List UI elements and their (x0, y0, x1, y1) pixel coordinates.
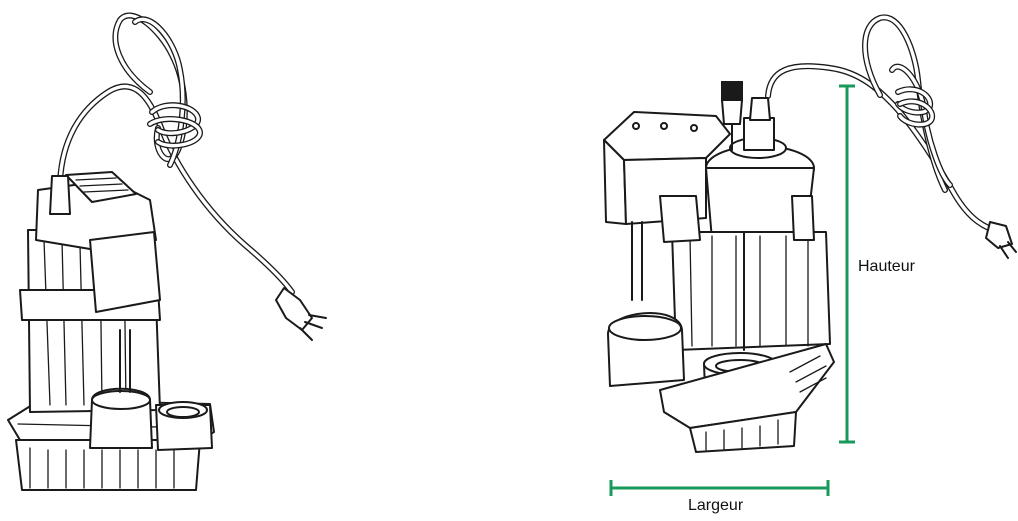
height-label: Hauteur (858, 258, 915, 275)
power-cord-left (57, 12, 327, 341)
height-dimension-line (839, 84, 855, 444)
power-cord-right (765, 14, 1017, 259)
sump-pump-front-view (7, 12, 327, 491)
sump-pump-side-view (603, 14, 1017, 453)
width-dimension-line (609, 480, 830, 496)
width-label: Largeur (688, 497, 744, 514)
